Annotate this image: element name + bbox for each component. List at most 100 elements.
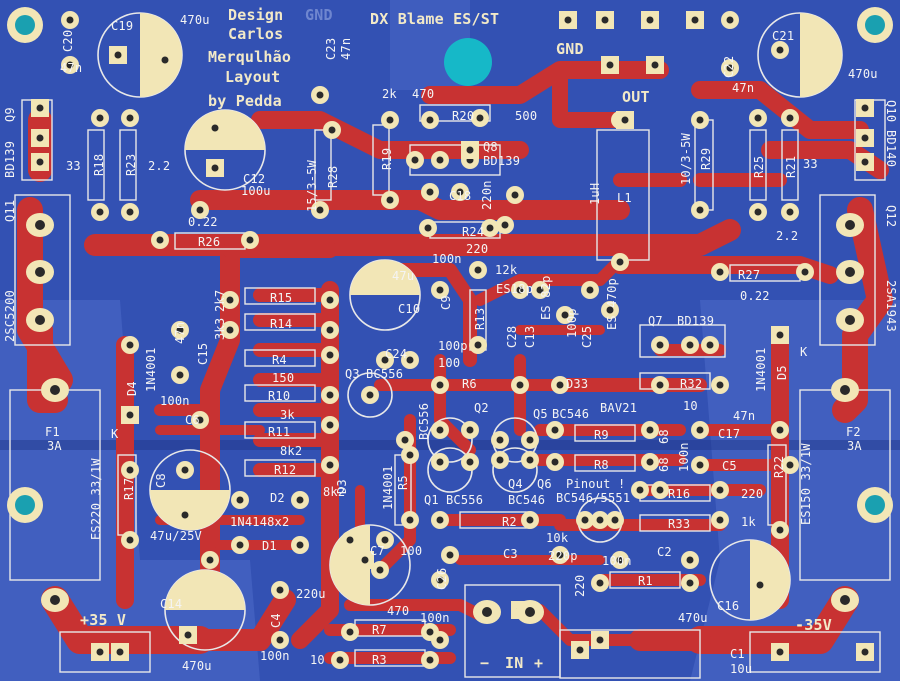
ref-r10: R10 bbox=[268, 389, 291, 403]
val-r32: 10 bbox=[683, 399, 698, 413]
val-c18: 220n bbox=[480, 180, 494, 210]
val-r20: 470 bbox=[412, 87, 435, 101]
type-d5: 1N4001 bbox=[754, 347, 768, 392]
val-f2: 3A bbox=[847, 439, 862, 453]
val-c8: 47u/25V bbox=[150, 529, 202, 543]
ref-c2: C2 bbox=[657, 545, 672, 559]
val-c7b: 100n bbox=[420, 611, 450, 625]
ref-d4: D4 bbox=[125, 381, 139, 396]
val-r23: 2.2 bbox=[148, 159, 171, 173]
type-q5: BC546 bbox=[552, 407, 590, 421]
ref-r11: R11 bbox=[268, 425, 291, 439]
ref-c23: C23 bbox=[324, 37, 338, 60]
ref-q8: Q8 bbox=[483, 140, 498, 154]
val-r29: 10/3-5W bbox=[679, 133, 693, 185]
val-c1: 10u bbox=[730, 662, 753, 676]
ref-r16: R16 bbox=[668, 487, 691, 501]
ref-c15: C15 bbox=[196, 342, 210, 365]
title-design: Design bbox=[228, 6, 284, 24]
rail-positive: +35 V bbox=[80, 611, 127, 629]
ref-q6: Q6 bbox=[537, 477, 552, 491]
val-c14: 470u bbox=[182, 659, 212, 673]
val-c19: 470u bbox=[180, 13, 210, 27]
val-c20: 47n bbox=[60, 61, 83, 75]
input-minus: − bbox=[480, 654, 490, 672]
ref-r12: R12 bbox=[274, 463, 297, 477]
ref-d5: D5 bbox=[775, 365, 789, 380]
ref-r15: R15 bbox=[270, 291, 293, 305]
ref-q9: Q9 bbox=[3, 107, 17, 122]
ref-r5: R5 bbox=[396, 475, 410, 490]
val-r22: ES150 33/1W bbox=[799, 443, 813, 525]
val-c15: 47n bbox=[173, 321, 187, 344]
val-r13: 12k bbox=[495, 263, 518, 277]
title-layout: Layout bbox=[225, 68, 281, 86]
ref-r24: R24 bbox=[462, 225, 485, 239]
val-c24: 100p bbox=[438, 339, 468, 353]
type-q2: BC556 bbox=[417, 402, 431, 440]
ref-r6: R6 bbox=[462, 377, 477, 391]
k-mark-left: K bbox=[111, 427, 119, 441]
ref-r3: R3 bbox=[372, 653, 387, 667]
ref-c8: C8 bbox=[154, 473, 168, 488]
title-by: by Pedda bbox=[208, 92, 282, 110]
ref-c19: C19 bbox=[111, 19, 134, 33]
ref-l1: L1 bbox=[617, 191, 632, 205]
ref-c18: C18 bbox=[449, 189, 472, 203]
ref-r21: R21 bbox=[784, 155, 798, 178]
val-r20b: 500 bbox=[515, 109, 538, 123]
val-r14: 3k3 bbox=[213, 317, 227, 340]
val-l1: 1uH bbox=[588, 182, 602, 205]
ref-c6: C6 bbox=[185, 413, 200, 427]
ref-d2: D2 bbox=[270, 491, 285, 505]
ref-c16: C16 bbox=[717, 599, 740, 613]
val-r1: 220 bbox=[573, 574, 587, 597]
ref-r13: R13 bbox=[473, 307, 487, 330]
val-c7: 220u bbox=[296, 587, 326, 601]
ref-c9: C9 bbox=[439, 295, 453, 310]
val-r21: 33 bbox=[803, 157, 818, 171]
val-c6: 100n bbox=[160, 394, 190, 408]
input-plus: + bbox=[534, 654, 544, 672]
title-carlos: Carlos bbox=[228, 25, 284, 43]
ref-r18: R18 bbox=[92, 153, 106, 176]
type-d33: BAV21 bbox=[600, 401, 638, 415]
k-mark-right: K bbox=[800, 345, 808, 359]
ref-c5: C5 bbox=[722, 459, 737, 473]
ref-r9: R9 bbox=[594, 428, 609, 442]
ref-c28: C28 bbox=[505, 325, 519, 348]
ref-c4: C4 bbox=[269, 613, 283, 628]
val-r15: 2k7 bbox=[213, 289, 227, 312]
ref-r22: R22 bbox=[772, 455, 786, 478]
type-d3: 1N4001 bbox=[381, 465, 395, 510]
ref-c26: C26 bbox=[435, 567, 449, 590]
ref-q12: Q12 bbox=[884, 205, 898, 228]
ref-d1: D1 bbox=[262, 539, 277, 553]
ref-r25: R25 bbox=[752, 155, 766, 178]
val-c23: 47n bbox=[339, 37, 353, 60]
val-c9: 100n bbox=[432, 252, 462, 266]
val-c22: 47n bbox=[732, 81, 755, 95]
val-r10: 3k bbox=[280, 408, 295, 422]
ref-q5: Q5 bbox=[533, 407, 548, 421]
ref-c13: C13 bbox=[523, 325, 537, 348]
val-c12: 100u bbox=[241, 184, 271, 198]
type-q9: BD139 bbox=[3, 140, 17, 178]
val-r19: 2k bbox=[382, 87, 397, 101]
pinout-note-2: Pinout ! bbox=[566, 477, 626, 491]
val-r4: 150 bbox=[272, 371, 295, 385]
board-name: DX Blame ES/ST bbox=[370, 10, 500, 28]
ref-r26: R26 bbox=[198, 235, 221, 249]
type-q3: BC556 bbox=[366, 367, 404, 381]
val-r9: 68 bbox=[657, 429, 671, 444]
val-r6: 100 bbox=[438, 356, 461, 370]
ref-r28: R28 bbox=[326, 165, 340, 188]
val-c26: 100 bbox=[400, 544, 423, 558]
ref-c14: C14 bbox=[160, 597, 183, 611]
val-r16: 220 bbox=[741, 487, 764, 501]
ref-r29: R29 bbox=[699, 147, 713, 170]
val-r33: 1k bbox=[741, 515, 756, 529]
ref-q2: Q2 bbox=[474, 401, 489, 415]
ref-r8: R8 bbox=[594, 458, 609, 472]
